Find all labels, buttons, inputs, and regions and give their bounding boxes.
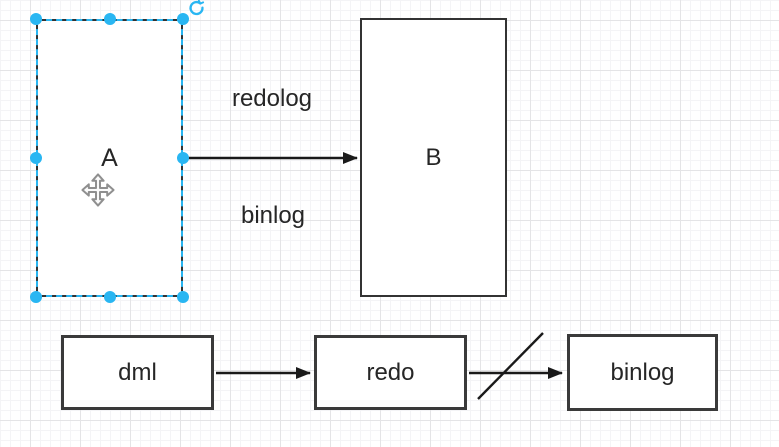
- box-dml-label: dml: [118, 358, 157, 386]
- box-binlog-label: binlog: [610, 358, 675, 386]
- rotate-icon[interactable]: [188, 0, 205, 17]
- selection-handle-se[interactable]: [177, 291, 189, 303]
- shape-b-label: B: [425, 143, 442, 171]
- shape-a-label: A: [101, 143, 118, 172]
- move-icon[interactable]: [81, 173, 115, 207]
- selection-handle-s[interactable]: [104, 291, 116, 303]
- selection-handle-nw[interactable]: [30, 13, 42, 25]
- selection-handle-w[interactable]: [30, 152, 42, 164]
- box-redo[interactable]: redo: [314, 335, 467, 410]
- crossed-out-slash[interactable]: [477, 332, 544, 400]
- edge-label-redolog[interactable]: redolog: [231, 85, 313, 112]
- box-binlog[interactable]: binlog: [567, 334, 718, 411]
- selection-handle-e[interactable]: [177, 152, 189, 164]
- selection-handle-sw[interactable]: [30, 291, 42, 303]
- selection-handle-ne[interactable]: [177, 13, 189, 25]
- shape-a[interactable]: A: [36, 19, 183, 297]
- shape-b[interactable]: B: [360, 18, 507, 297]
- box-redo-label: redo: [366, 358, 415, 386]
- box-dml[interactable]: dml: [61, 335, 214, 410]
- edge-label-binlog[interactable]: binlog: [240, 202, 306, 229]
- selection-handle-n[interactable]: [104, 13, 116, 25]
